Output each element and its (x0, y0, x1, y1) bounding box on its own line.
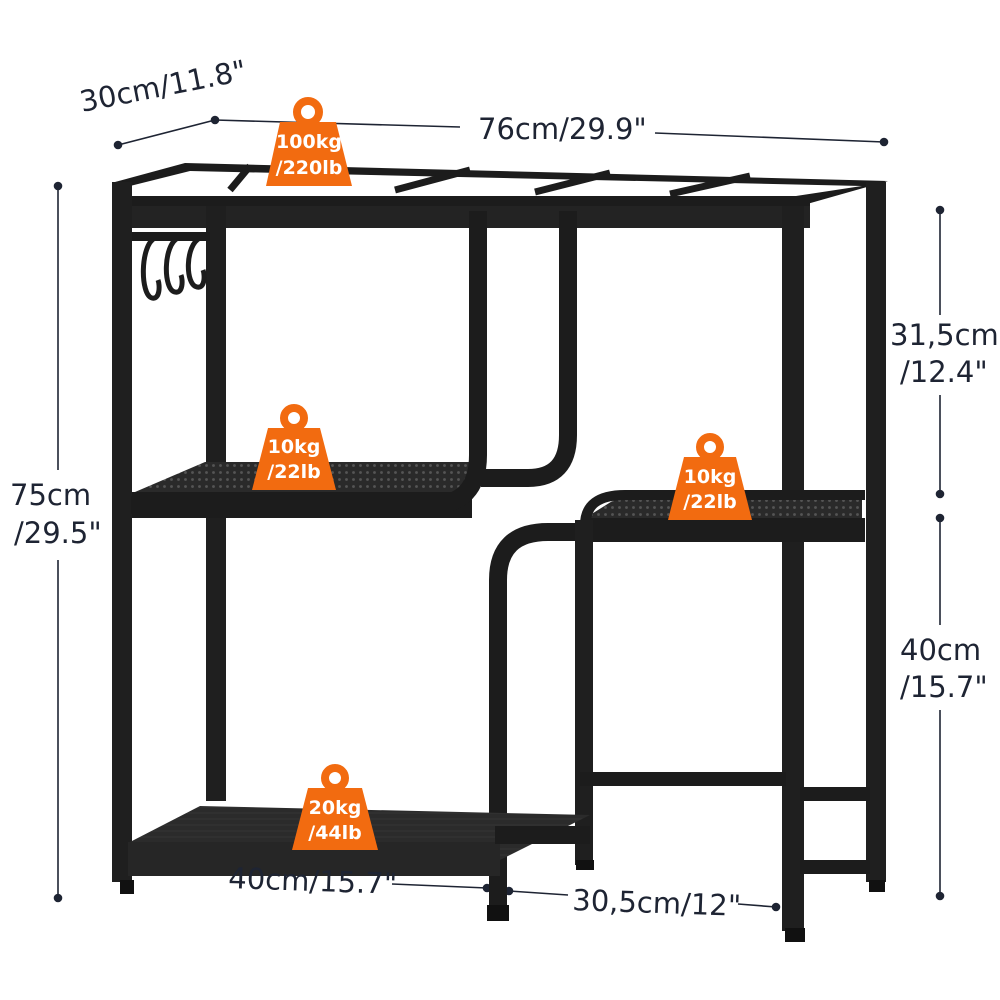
rack-frame (112, 163, 888, 942)
weight-top-line2: /220lb (276, 157, 343, 179)
total-height-line1: 75cm (10, 478, 91, 512)
lower-height-line2: /15.7" (900, 670, 988, 704)
weight-top-line1: 100kg (276, 131, 342, 153)
weight-icon (252, 404, 336, 490)
weight-left-line1: 10kg (268, 436, 321, 458)
depth-label: 30cm/11.8" (77, 53, 249, 119)
step-width-label: 30,5cm/12" (572, 883, 742, 923)
upper-height-line1: 31,5cm (890, 318, 999, 352)
weight-badge-left-shelf: 10kg /22lb (252, 404, 336, 490)
weight-right-line2: /22lb (683, 491, 737, 513)
weight-badge-bottom: 20kg /44lb (292, 764, 378, 850)
lower-height-line1: 40cm (900, 633, 981, 667)
bottom-width-label: 40cm/15.7" (228, 861, 398, 901)
weight-icon (668, 433, 752, 520)
weight-badge-right-shelf: 10kg /22lb (668, 433, 752, 520)
upper-height-line2: /12.4" (900, 355, 988, 389)
weight-bottom-line2: /44lb (308, 822, 362, 844)
weight-badge-top: 100kg /220lb (266, 97, 352, 186)
weight-bottom-line1: 20kg (309, 797, 362, 819)
hook-icon (140, 235, 207, 301)
total-height-line2: /29.5" (14, 516, 102, 550)
weight-icon (266, 97, 352, 186)
weight-left-line2: /22lb (267, 461, 321, 483)
weight-icon (292, 764, 378, 850)
width-label: 76cm/29.9" (478, 112, 647, 146)
weight-right-line1: 10kg (684, 466, 737, 488)
